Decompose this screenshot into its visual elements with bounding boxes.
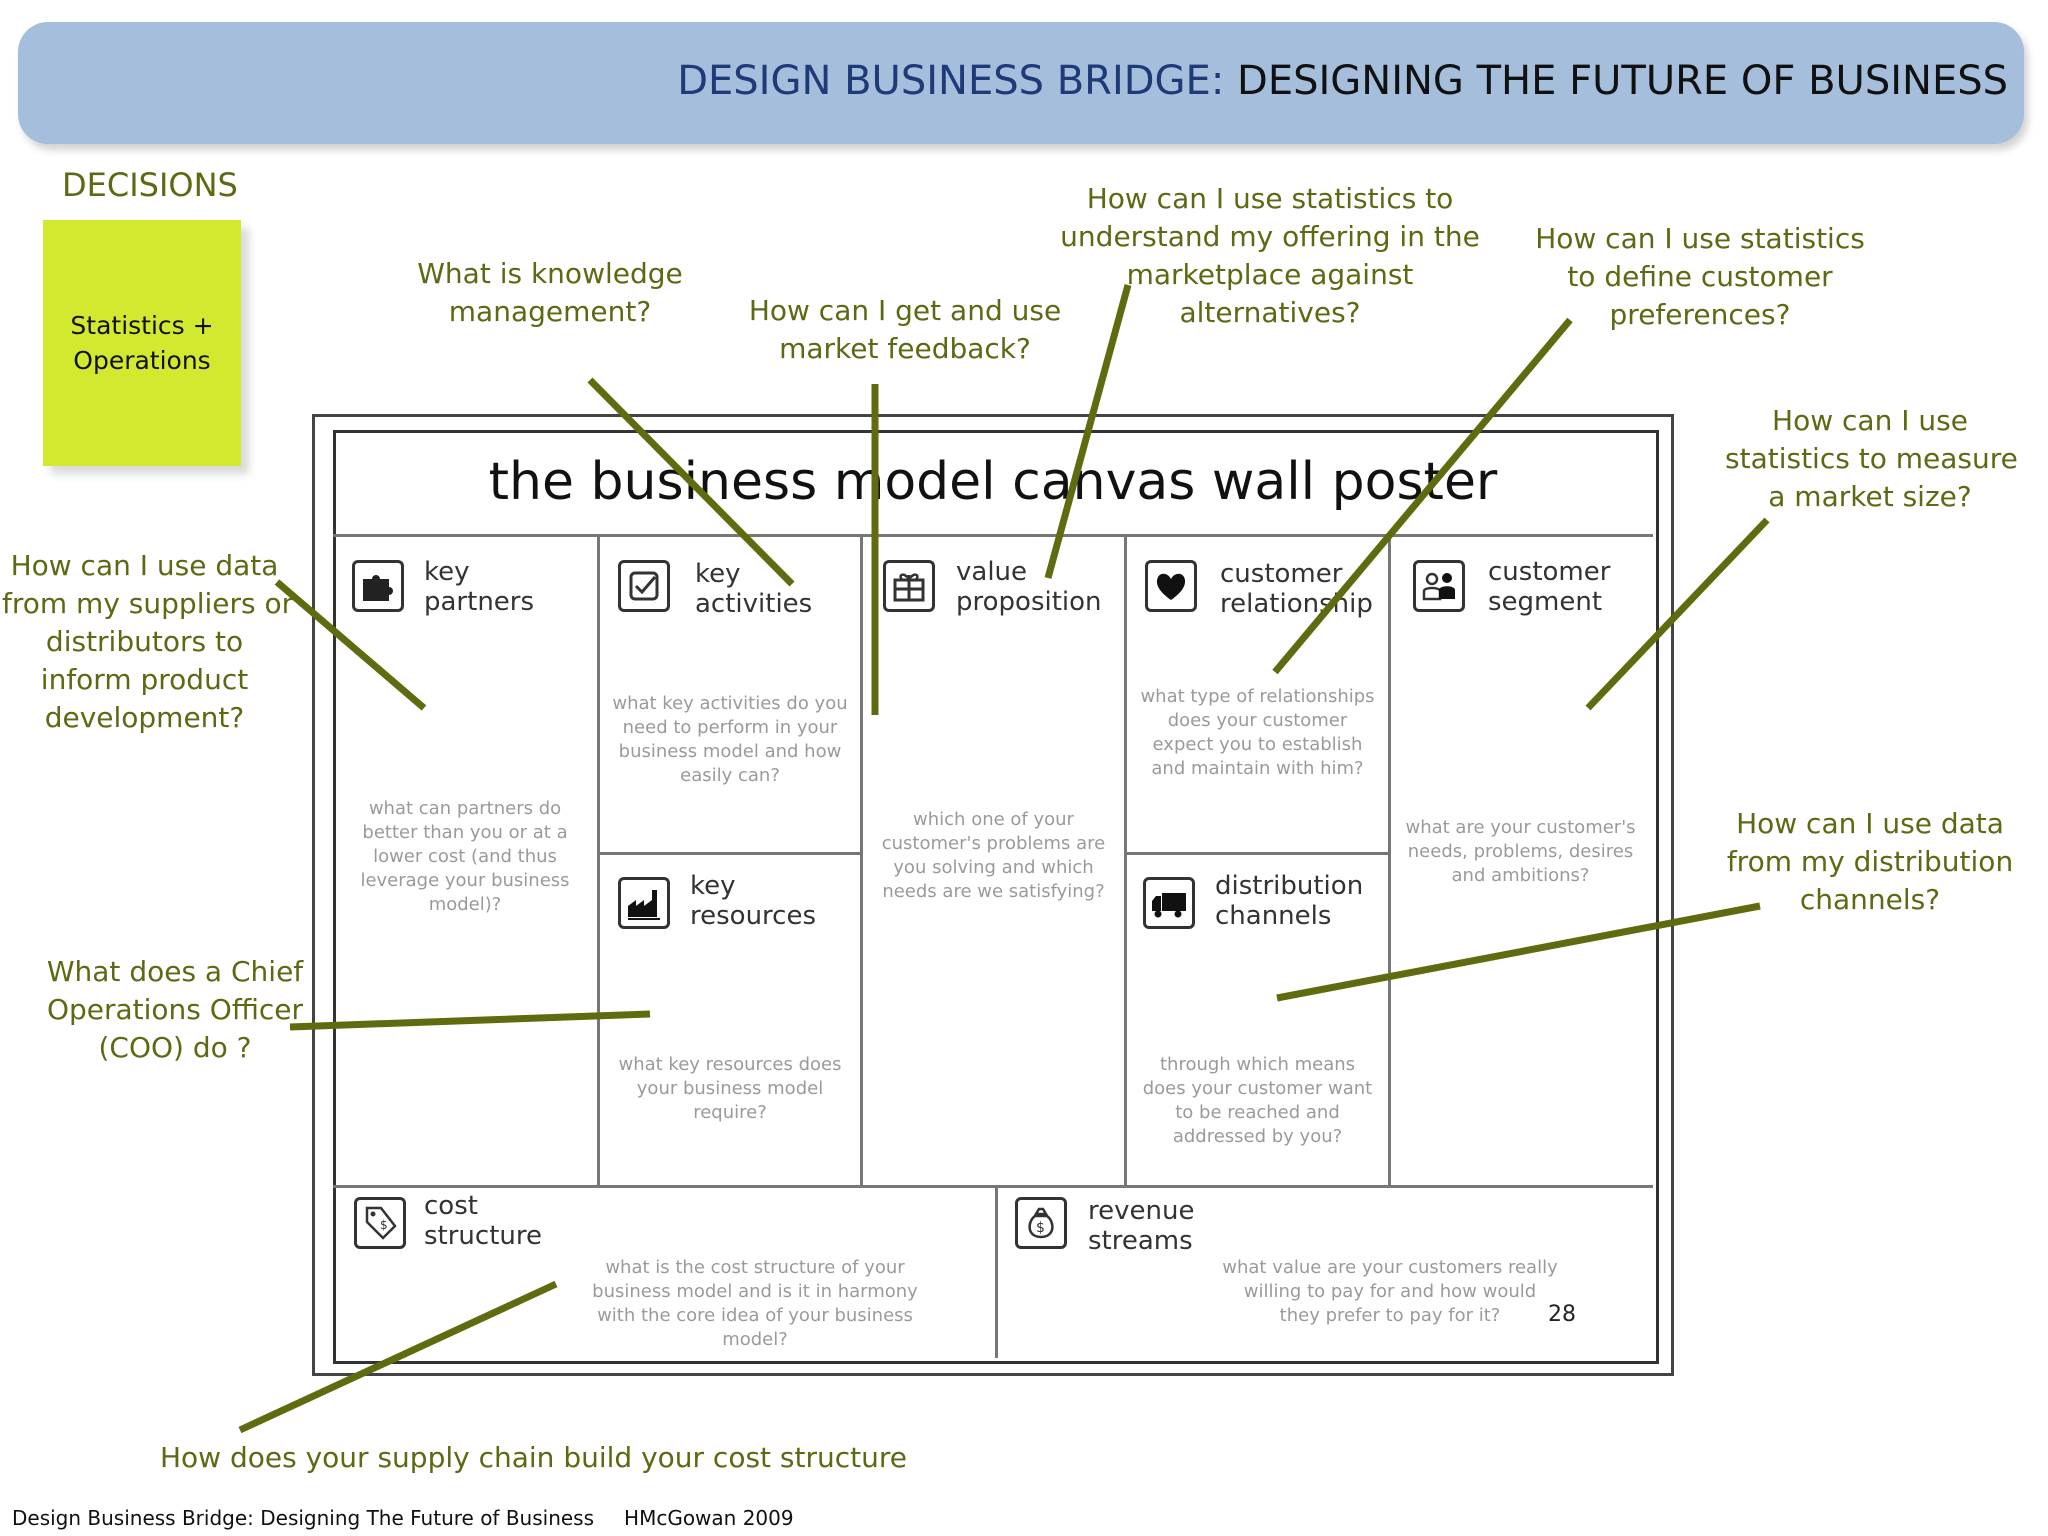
canvas-title: the business model canvas wall poster xyxy=(488,452,1498,512)
gift-icon xyxy=(883,560,935,612)
connector-line xyxy=(1585,517,1770,711)
factory-icon xyxy=(618,877,670,929)
page-title: DESIGN BUSINESS BRIDGE: DESIGNING THE FU… xyxy=(677,58,2008,104)
title-part-1: DESIGN BUSINESS BRIDGE: xyxy=(677,58,1238,104)
sticky-note-line-2: Operations xyxy=(73,346,211,375)
footer-right: HMcGowan 2009 xyxy=(624,1506,794,1530)
connector-line xyxy=(587,377,795,587)
footer-left: Design Business Bridge: Designing The Fu… xyxy=(12,1506,595,1530)
connector-line xyxy=(1276,902,1761,1002)
canvas-divider xyxy=(860,534,863,1185)
canvas-header-divider xyxy=(333,534,1653,537)
sticky-note-line-1: Statistics + xyxy=(70,311,214,340)
header-banner xyxy=(18,22,2024,144)
puzzle-icon xyxy=(352,560,404,612)
canvas-divider xyxy=(995,1185,998,1358)
svg-text:$: $ xyxy=(1036,1220,1045,1236)
canvas-divider xyxy=(1124,852,1388,855)
heart-icon xyxy=(1145,560,1197,612)
sticky-note: Statistics + Operations xyxy=(43,220,241,466)
money-bag-icon: $ xyxy=(1015,1197,1067,1249)
price-tag-icon: $ xyxy=(354,1197,406,1249)
svg-text:$: $ xyxy=(380,1218,388,1232)
page-number: 28 xyxy=(1548,1302,1576,1327)
canvas-divider xyxy=(1388,534,1391,1185)
connector-line xyxy=(1272,317,1573,675)
canvas-divider xyxy=(597,534,600,1185)
truck-icon xyxy=(1143,877,1195,929)
checklist-icon xyxy=(618,560,670,612)
canvas-divider xyxy=(333,1185,1653,1188)
connector-line xyxy=(238,1280,558,1434)
question-supply-chain: How does your supply chain build your co… xyxy=(160,1441,907,1474)
canvas-divider xyxy=(1124,534,1127,1185)
title-part-2: DESIGNING THE FUTURE OF BUSINESS xyxy=(1237,58,2008,104)
section-label: DECISIONS xyxy=(62,166,238,204)
footer: Design Business Bridge: Designing The Fu… xyxy=(12,1506,794,1530)
connector-line xyxy=(274,579,427,711)
connector-line xyxy=(1044,284,1132,579)
connector-line xyxy=(289,1010,651,1031)
people-icon xyxy=(1413,560,1465,612)
canvas-divider xyxy=(597,852,860,855)
